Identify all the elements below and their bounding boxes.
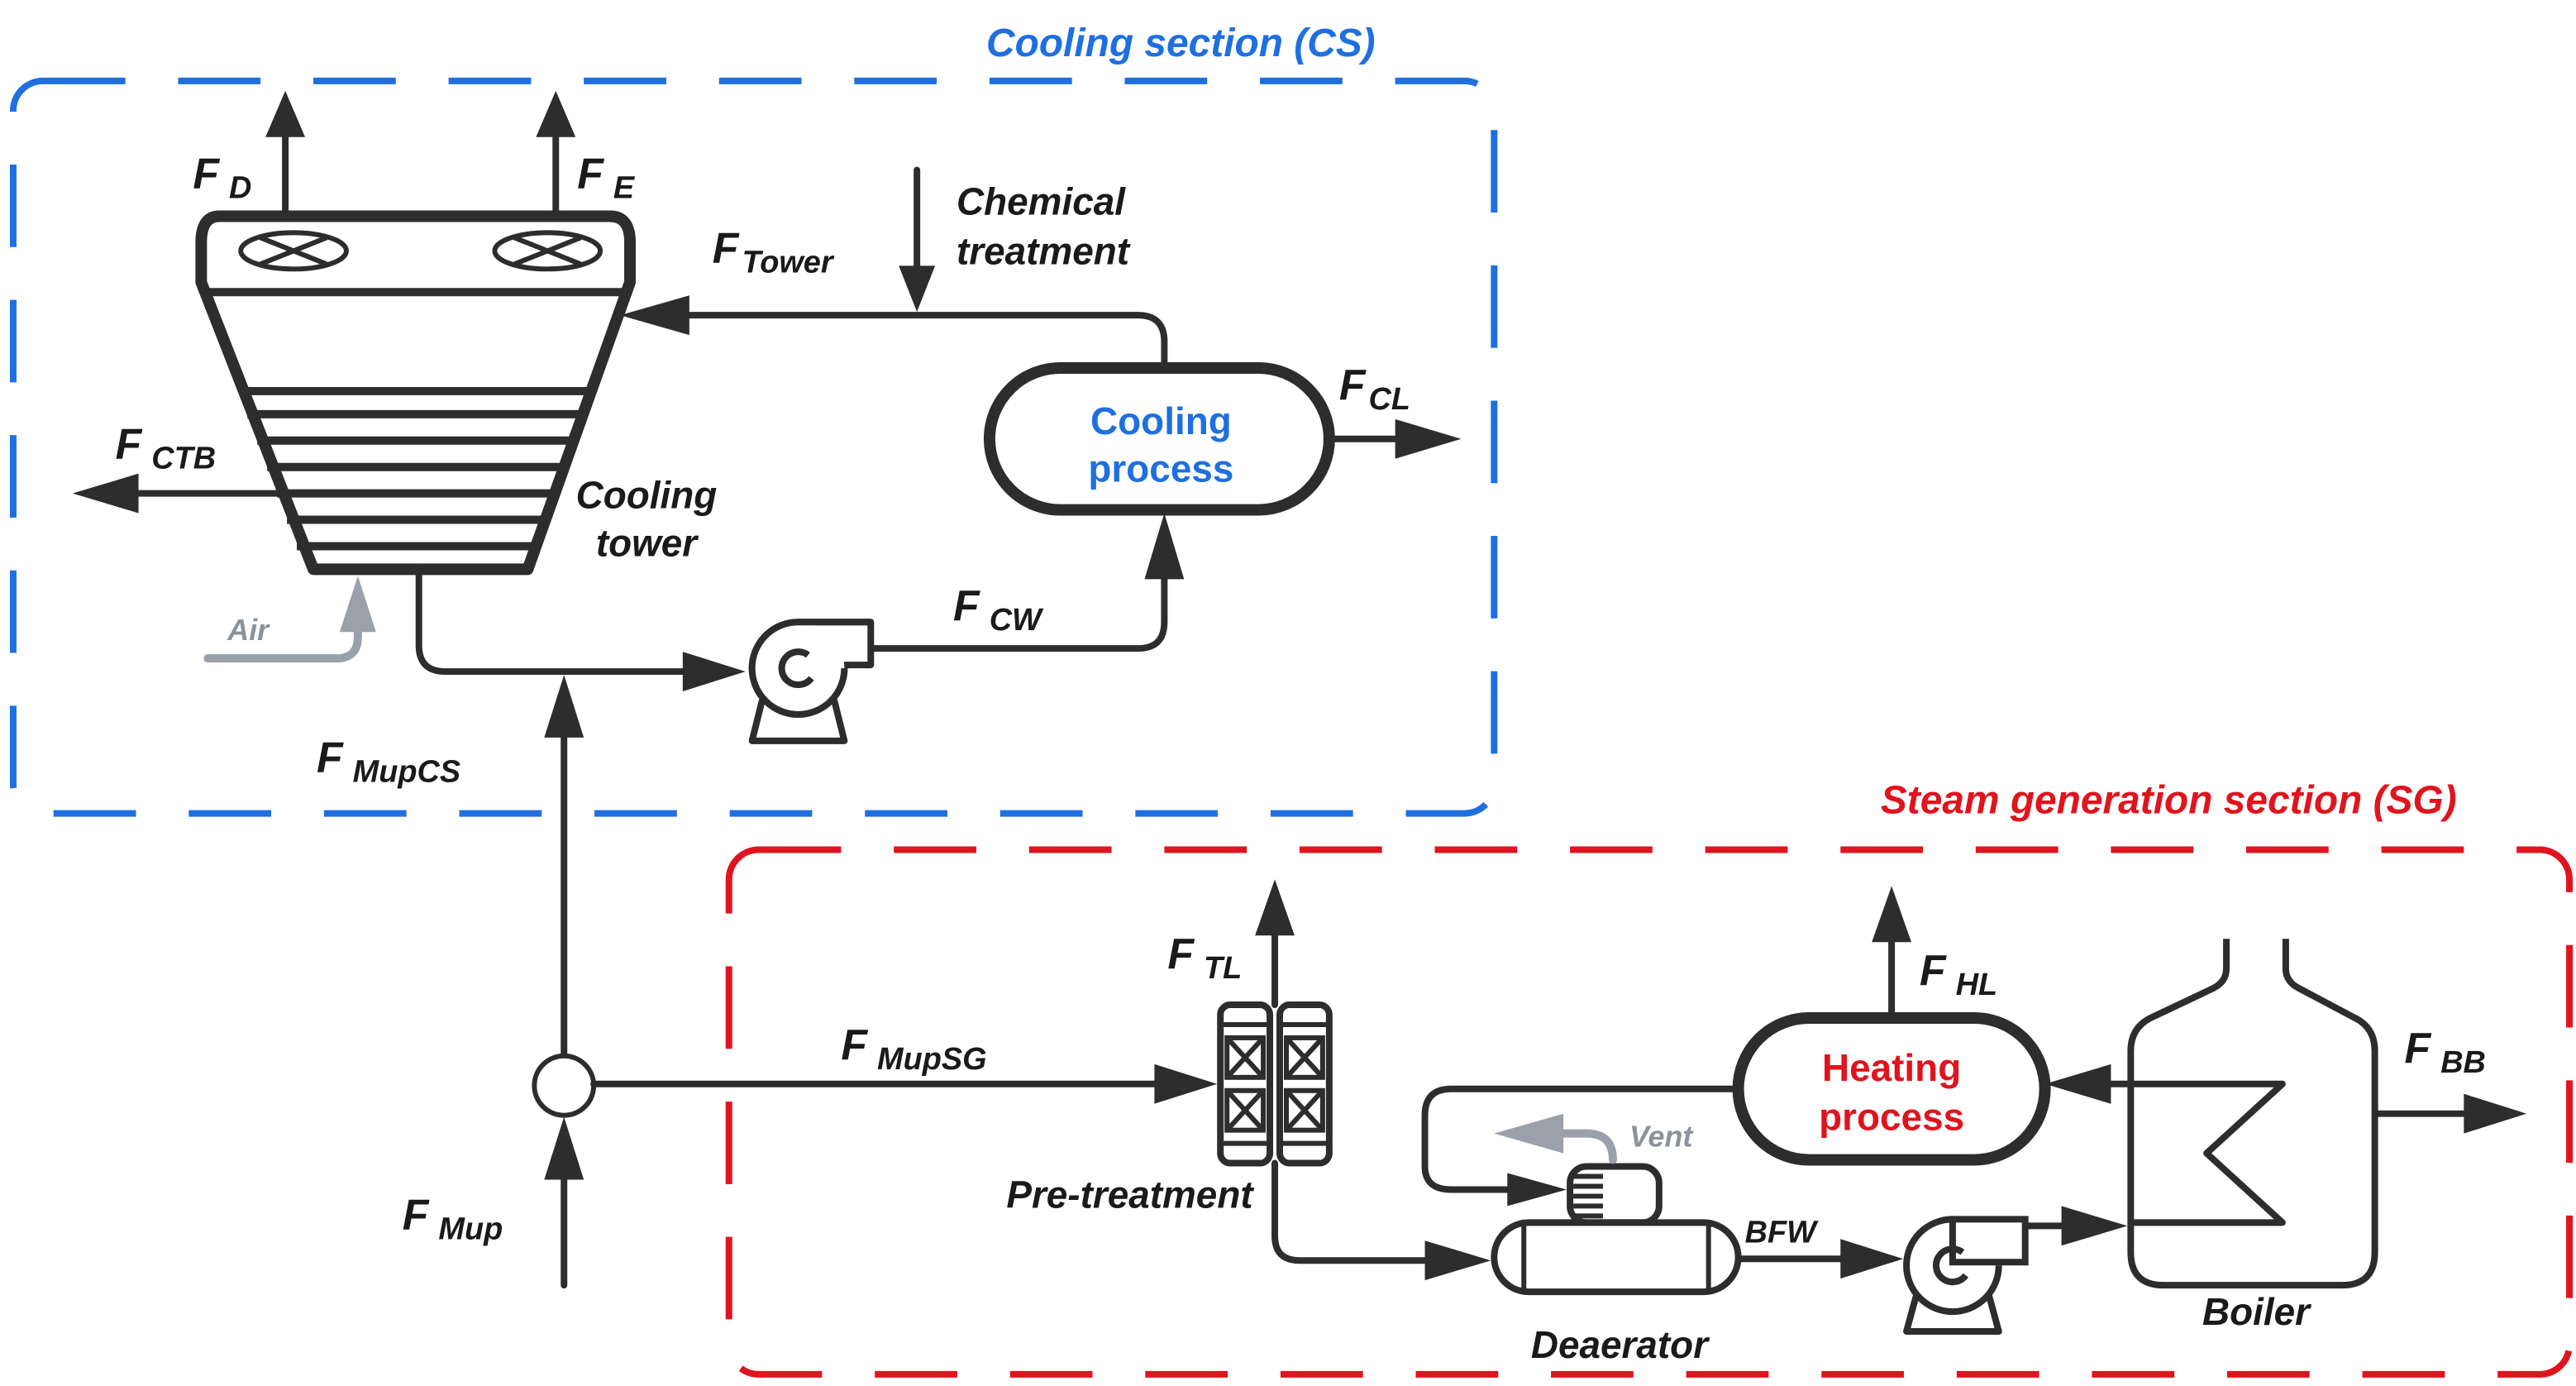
bfw-label: BFW [1745, 1215, 1820, 1250]
cooling-process-label-1: Cooling [1090, 399, 1232, 442]
bfw-arrow-icon [1840, 1239, 1904, 1279]
fbb-arrow-icon [2464, 1093, 2527, 1134]
fctb-arrow-icon [72, 473, 139, 514]
vent-arrow-icon [1494, 1113, 1564, 1154]
pre-treatment-unit [1217, 1001, 1333, 1167]
cs-pump-inlet-arrow-icon [682, 652, 746, 692]
air-arrow-icon [339, 576, 376, 633]
fmupcs-arrow-icon [544, 675, 584, 738]
vent-label: Vent [1629, 1121, 1694, 1154]
deaerator-inlet-arrow-icon [1424, 1240, 1491, 1281]
chemical-arrow-icon [899, 265, 936, 313]
steam-section-boundary [725, 846, 2574, 1378]
condensate-arrow-icon [1507, 1173, 1567, 1207]
fan-left-icon [238, 230, 349, 272]
cooling-tower-label-2: tower [596, 521, 699, 564]
boiler-unit [2127, 925, 2378, 1289]
pre-treatment-label: Pre-treatment [1006, 1173, 1254, 1216]
makeup-splitter [532, 1053, 597, 1118]
cooling-section-title: Cooling section (CS) [986, 22, 1376, 65]
cooling-tower-label-1: Cooling [576, 474, 718, 517]
chemical-label-1: Chemical [956, 179, 1126, 222]
heating-process-label-2: process [1819, 1096, 1964, 1139]
boiler-label: Boiler [2202, 1290, 2311, 1333]
fmup-arrow-icon [544, 1116, 584, 1180]
steam-section-title: Steam generation section (SG) [1881, 779, 2457, 823]
fd-arrow-icon [265, 90, 306, 137]
fan-right-icon [492, 230, 603, 272]
cooling-section-boundary [9, 77, 1498, 817]
heating-process-label-1: Heating [1822, 1046, 1961, 1089]
fcl-arrow-icon [1395, 418, 1462, 459]
boiler-feed-pump-icon [1903, 1216, 2029, 1336]
fhl-arrow-icon [1872, 886, 1912, 943]
chemical-label-2: treatment [956, 229, 1131, 272]
boiler-inlet-arrow-icon [2061, 1206, 2128, 1246]
cooling-tower [195, 210, 637, 576]
steam-arrow-icon [2044, 1063, 2111, 1104]
fe-arrow-icon [536, 90, 576, 137]
fcw-arrow-icon [1144, 513, 1185, 580]
fmupsg-arrow-icon [1154, 1063, 1218, 1104]
deaerator-label: Deaerator [1531, 1323, 1710, 1366]
ftower-arrow-icon [620, 295, 689, 336]
air-label: Air [227, 614, 270, 647]
cooling-pump-icon [748, 619, 875, 744]
cooling-process-label-2: process [1088, 447, 1233, 490]
ftl-arrow-icon [1255, 879, 1295, 936]
